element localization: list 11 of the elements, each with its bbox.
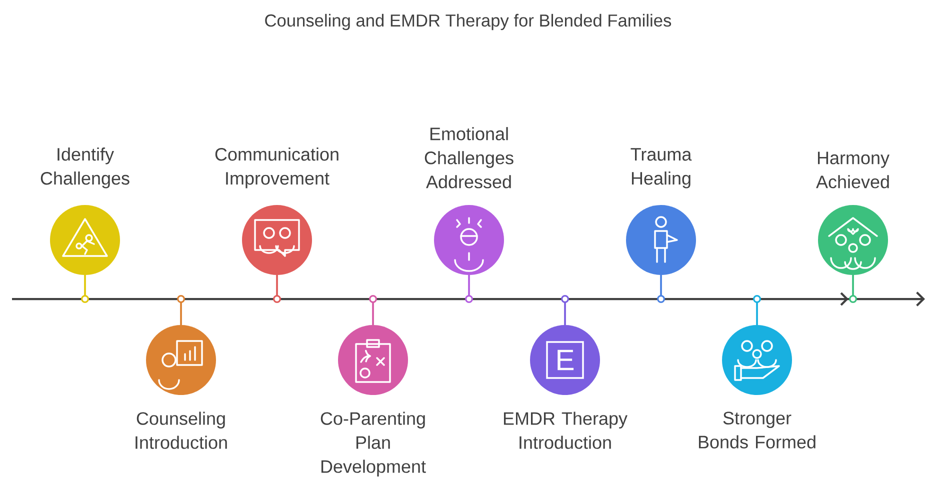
milestone-label: Emotional Challenges Addressed [424,127,514,188]
milestone-label: Stronger Bonds Formed [698,412,816,448]
milestone-label: Co-Parenting Plan Development [320,412,426,476]
milestone-label: Trauma Healing [630,148,692,188]
title: Counseling and EMDR Therapy for Blended Families [265,14,672,30]
milestone-label: EMDR Therapy Introduction [504,412,628,449]
milestone-label: Identify Challenges [40,148,130,188]
letter-tile: E [546,341,584,379]
milestone-label: Harmony Achieved [816,152,890,188]
milestone-label: Counseling Introduction [136,412,227,449]
milestone-label: Communication Improvement [215,148,338,188]
